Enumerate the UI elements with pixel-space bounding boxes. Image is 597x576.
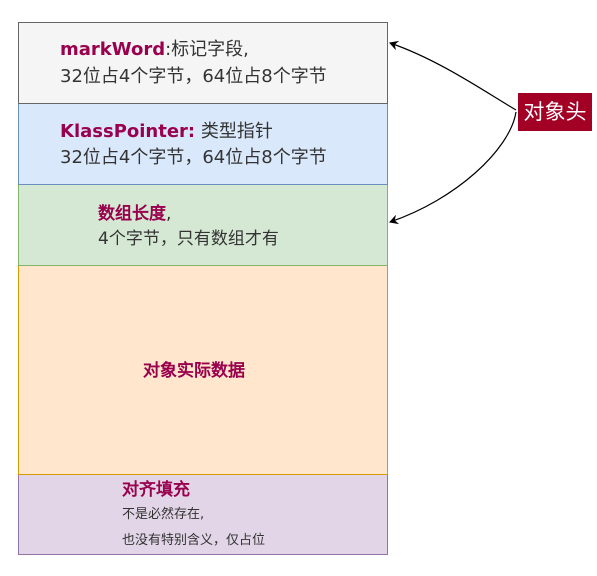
array-length-detail: 4个字节，只有数组才有	[98, 229, 279, 249]
arrow-to-mark-word	[389, 40, 517, 111]
arrow-to-array-length	[389, 111, 517, 225]
klass-pointer-block: KlassPointer: 类型指针 32位占4个字节，64位占8个字节	[18, 104, 388, 185]
padding-line1: 不是必然存在,	[122, 507, 205, 522]
padding-block: 对齐填充 不是必然存在, 也没有特别含义，仅占位	[18, 475, 388, 555]
padding-line2: 也没有特别含义，仅占位	[122, 533, 266, 548]
klass-pointer-detail: 32位占4个字节，64位占8个字节	[60, 147, 327, 168]
klass-pointer-name: KlassPointer:	[60, 121, 196, 142]
instance-data-title: 对象实际数据	[143, 361, 245, 381]
array-length-block: 数组长度, 4个字节，只有数组才有	[18, 185, 388, 266]
object-header-label: 对象头	[518, 93, 592, 131]
mark-word-name-suffix: :标记字段,	[165, 39, 249, 60]
klass-pointer-name-suffix: 类型指针	[195, 121, 273, 142]
mark-word-name: markWord	[60, 39, 166, 60]
instance-data-block: 对象实际数据	[18, 266, 388, 475]
padding-title: 对齐填充	[122, 480, 190, 500]
array-length-name-suffix: ,	[166, 204, 172, 224]
mark-word-title: markWord:标记字段,	[60, 38, 249, 62]
mark-word-block: markWord:标记字段, 32位占4个字节，64位占8个字节	[18, 22, 388, 104]
mark-word-detail: 32位占4个字节，64位占8个字节	[60, 66, 327, 87]
array-length-title: 数组长度,	[98, 202, 171, 226]
klass-pointer-title: KlassPointer: 类型指针	[60, 120, 273, 144]
array-length-name: 数组长度	[98, 204, 166, 224]
